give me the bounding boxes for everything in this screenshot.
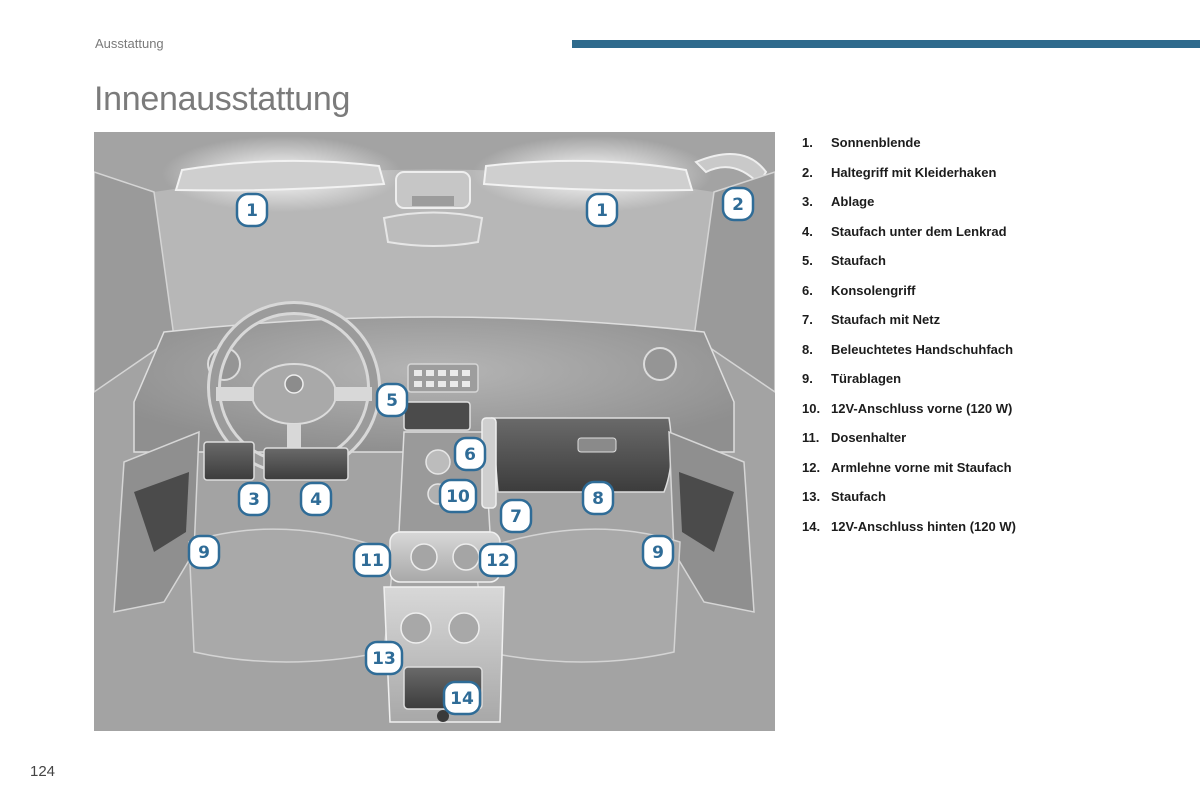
legend-item-number: 7. bbox=[802, 312, 813, 328]
legend-item: 10. 12V-Anschluss vorne (120 W) bbox=[802, 394, 1182, 424]
page-title: Innenausstattung bbox=[94, 80, 351, 118]
callout-number: 11 bbox=[360, 551, 384, 571]
callout-number: 6 bbox=[464, 445, 476, 465]
callout-badge-10: 10 bbox=[438, 478, 478, 514]
callout-number: 9 bbox=[652, 543, 664, 563]
legend-item-number: 9. bbox=[802, 371, 813, 387]
legend-item-number: 13. bbox=[802, 489, 821, 505]
legend-item-number: 10. bbox=[802, 400, 821, 416]
callout-badge-4: 4 bbox=[299, 481, 333, 517]
section-header: Ausstattung bbox=[95, 36, 164, 51]
legend-item: 13. Staufach bbox=[802, 482, 1182, 512]
legend-item-label: Staufach mit Netz bbox=[831, 312, 941, 328]
callout-badge-13: 13 bbox=[364, 640, 404, 676]
legend-item-number: 6. bbox=[802, 282, 813, 298]
legend-item-number: 11. bbox=[802, 430, 820, 446]
callout-badge-5: 5 bbox=[375, 382, 409, 418]
legend-item-label: 12V-Anschluss vorne (120 W) bbox=[831, 400, 1013, 416]
legend-item: 5. Staufach bbox=[802, 246, 1182, 276]
legend-item: 1. Sonnenblende bbox=[802, 128, 1182, 158]
callout-number: 10 bbox=[446, 487, 470, 507]
callout-number: 8 bbox=[592, 489, 604, 509]
legend-item-number: 14. bbox=[802, 518, 821, 534]
callout-badge-11: 11 bbox=[352, 542, 392, 578]
legend-item: 3. Ablage bbox=[802, 187, 1182, 217]
callout-badge-9: 9 bbox=[641, 534, 675, 570]
legend-item-label: Türablagen bbox=[831, 371, 902, 387]
legend-item-label: Konsolengriff bbox=[831, 282, 916, 298]
callout-badge-2: 2 bbox=[721, 186, 755, 222]
callout-number: 14 bbox=[450, 689, 474, 709]
callout-number: 9 bbox=[198, 543, 210, 563]
legend-item-label: Beleuchtetes Handschuhfach bbox=[831, 341, 1014, 357]
legend-item: 6. Konsolengriff bbox=[802, 276, 1182, 306]
callout-badge-12: 12 bbox=[478, 542, 518, 578]
callout-badge-7: 7 bbox=[499, 498, 533, 534]
callout-number: 1 bbox=[596, 201, 608, 221]
callout-number: 12 bbox=[486, 551, 510, 571]
legend-item-number: 3. bbox=[802, 194, 813, 210]
legend-item-label: Staufach unter dem Lenkrad bbox=[831, 223, 1007, 239]
legend-item-number: 12. bbox=[802, 459, 821, 475]
callout-badge-14: 14 bbox=[442, 680, 482, 716]
page-number: 124 bbox=[30, 763, 56, 780]
legend-item-label: Sonnenblende bbox=[831, 135, 921, 151]
callout-badge-3: 3 bbox=[237, 481, 271, 517]
legend-item-number: 2. bbox=[802, 164, 813, 180]
legend-item-label: 12V-Anschluss hinten (120 W) bbox=[831, 518, 1016, 534]
legend-item-label: Staufach bbox=[831, 489, 886, 505]
legend-item-number: 4. bbox=[802, 223, 813, 239]
header-accent-bar bbox=[572, 40, 1200, 48]
callout-number: 2 bbox=[732, 195, 744, 215]
legend-item: 2. Haltegriff mit Kleiderhaken bbox=[802, 158, 1182, 188]
legend-item-number: 8. bbox=[802, 341, 813, 357]
callout-badge-9: 9 bbox=[187, 534, 221, 570]
callout-number: 5 bbox=[386, 391, 398, 411]
legend-item: 9. Türablagen bbox=[802, 364, 1182, 394]
callout-badge-1: 1 bbox=[235, 192, 269, 228]
callout-number: 1 bbox=[246, 201, 258, 221]
callout-number: 7 bbox=[510, 507, 522, 527]
legend-item: 8. Beleuchtetes Handschuhfach bbox=[802, 335, 1182, 365]
legend-item-number: 1. bbox=[802, 135, 813, 151]
callout-badge-1: 1 bbox=[585, 192, 619, 228]
legend-item: 14. 12V-Anschluss hinten (120 W) bbox=[802, 512, 1182, 542]
legend-item: 7. Staufach mit Netz bbox=[802, 305, 1182, 335]
legend-list: 1. Sonnenblende 2. Haltegriff mit Kleiderh… bbox=[802, 128, 1182, 541]
legend-item-label: Ablage bbox=[831, 194, 875, 210]
legend-item: 11. Dosenhalter bbox=[802, 423, 1182, 453]
callout-number: 13 bbox=[372, 649, 396, 669]
callout-number: 3 bbox=[248, 490, 260, 510]
callout-badge-6: 6 bbox=[453, 436, 487, 472]
legend-item: 4. Staufach unter dem Lenkrad bbox=[802, 217, 1182, 247]
legend-item-label: Staufach bbox=[831, 253, 886, 269]
legend-item-label: Haltegriff mit Kleiderhaken bbox=[831, 164, 997, 180]
legend-item-label: Armlehne vorne mit Staufach bbox=[831, 459, 1012, 475]
callout-number: 4 bbox=[310, 490, 322, 510]
legend-item-number: 5. bbox=[802, 253, 813, 269]
legend-item: 12. Armlehne vorne mit Staufach bbox=[802, 453, 1182, 483]
callout-badge-8: 8 bbox=[581, 480, 615, 516]
legend-item-label: Dosenhalter bbox=[831, 430, 907, 446]
